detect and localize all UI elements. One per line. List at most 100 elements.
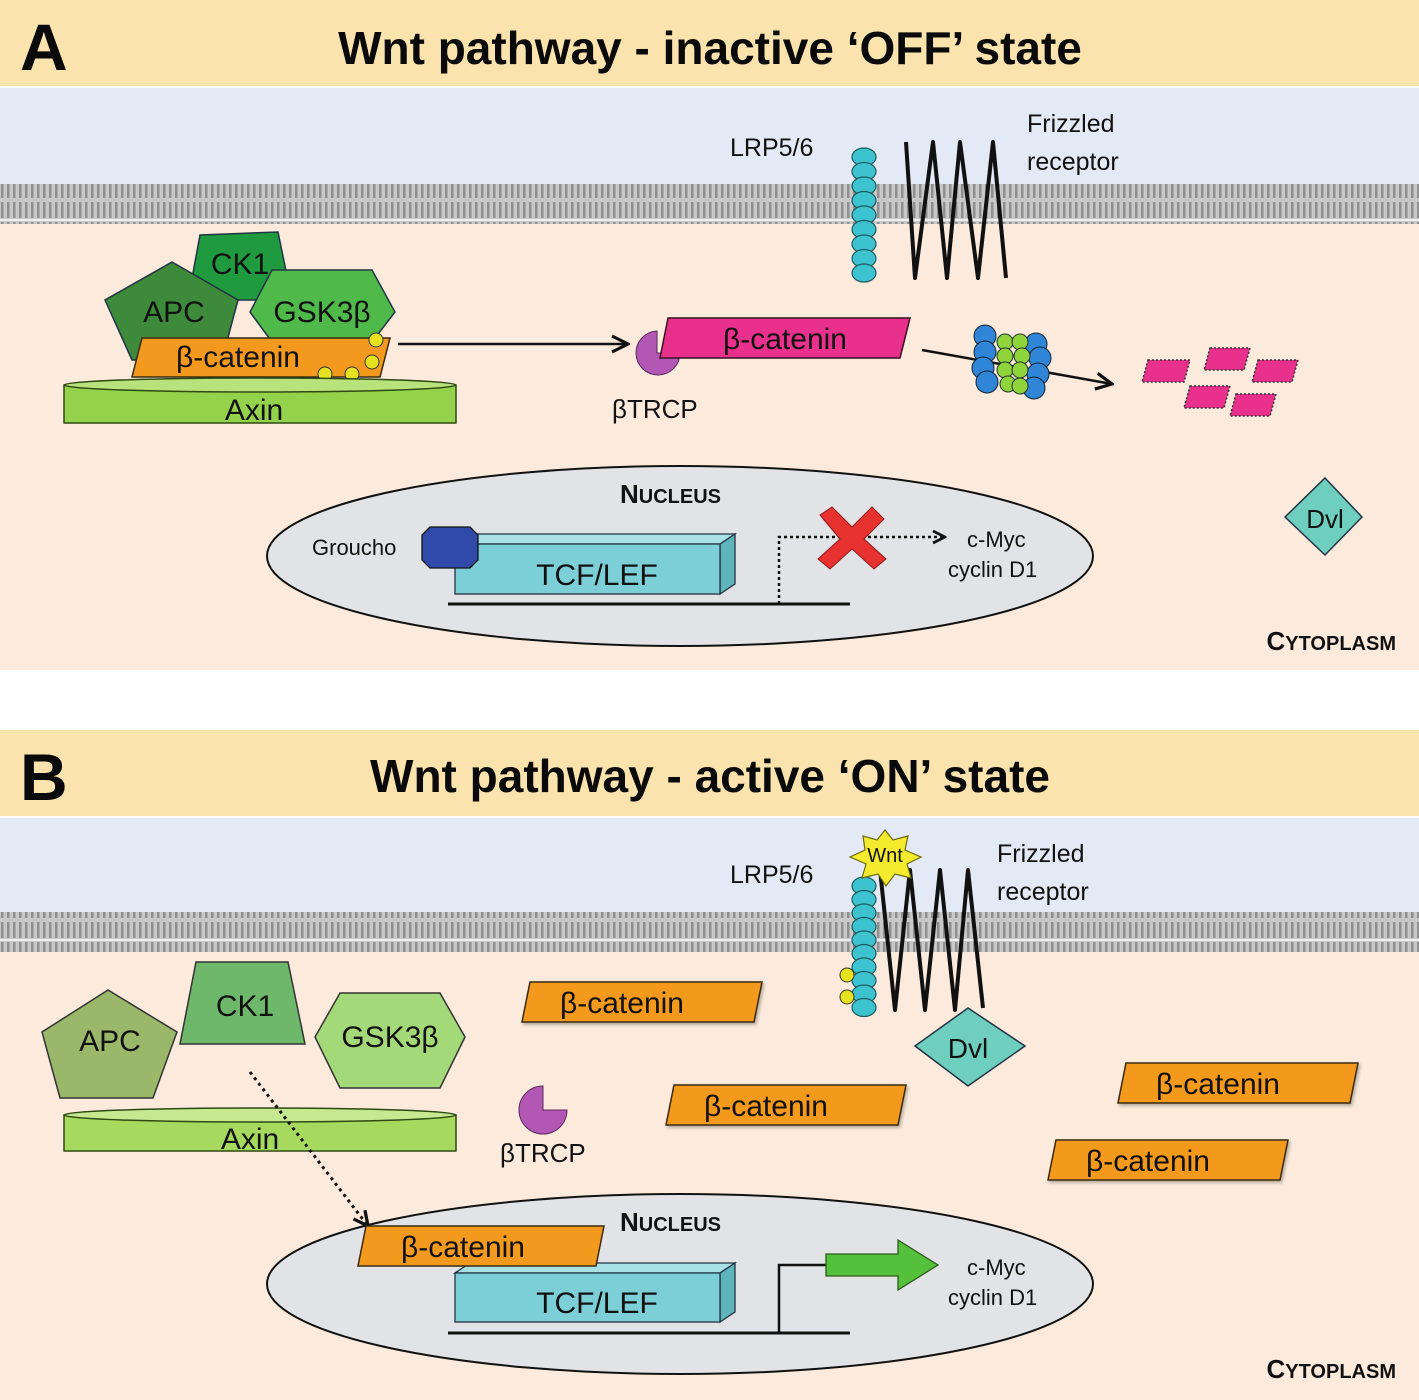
target-gene-cmyc: c-Myc bbox=[967, 527, 1026, 552]
nuclear-translocation-arrow bbox=[248, 1071, 368, 1226]
transcription-active-arrow bbox=[825, 1238, 940, 1292]
bcatenin-tagged-label: β-catenin bbox=[723, 323, 847, 356]
apc-label: APC bbox=[143, 296, 205, 329]
lrp-bead bbox=[851, 263, 877, 283]
fragment-icon bbox=[1203, 347, 1251, 371]
free-bcatenin-group: β-catenin β-catenin β-catenin β-catenin bbox=[521, 981, 1359, 1181]
tcf-lef-node: TCF/LEF bbox=[452, 1261, 738, 1324]
blocked-transcription-arrow bbox=[777, 537, 945, 604]
extracellular-space bbox=[0, 88, 1419, 184]
nuclear-bcatenin-node bbox=[357, 1225, 605, 1267]
nucleus-label: NUCLEUS bbox=[620, 1207, 721, 1237]
gsk3b-label: GSK3β bbox=[341, 1021, 438, 1054]
target-gene-cyclin-d1: cyclin D1 bbox=[948, 1285, 1037, 1310]
cytoplasm-label: CYTOPLASM bbox=[1266, 1354, 1396, 1384]
bcatenin-label: β-catenin bbox=[1156, 1068, 1280, 1101]
lrp-label: LRP5/6 bbox=[730, 134, 813, 162]
degraded-bcatenin-fragments bbox=[1141, 347, 1299, 417]
tcf-lef-label: TCF/LEF bbox=[536, 559, 658, 592]
phosphate-icon bbox=[368, 332, 384, 348]
panel-a-letter: A bbox=[20, 10, 68, 84]
panel-b: B Wnt pathway - active ‘ON’ state Frizzl… bbox=[0, 730, 1419, 1400]
proteasome-subunit bbox=[1011, 377, 1029, 395]
proteasome-subunit bbox=[1011, 333, 1029, 351]
panel-b-title: Wnt pathway - active ‘ON’ state bbox=[370, 750, 1050, 802]
axin-label: Axin bbox=[221, 1123, 279, 1156]
btrcp-label: βTRCP bbox=[500, 1138, 586, 1168]
nucleus: NUCLEUS TCF/LEF Groucho c-Myc cyclin D1 bbox=[266, 465, 1094, 647]
btrcp-node bbox=[635, 330, 681, 376]
bcatenin-label: β-catenin bbox=[176, 341, 300, 374]
frizzled-receptor bbox=[904, 140, 1008, 280]
phosphate-icon bbox=[364, 354, 380, 370]
dvl-label: Dvl bbox=[1306, 504, 1344, 534]
lrp-receptor bbox=[851, 876, 877, 1018]
target-gene-cyclin-d1: cyclin D1 bbox=[948, 557, 1037, 582]
bcatenin-node bbox=[665, 1084, 907, 1126]
frizzled-label-line2: receptor bbox=[997, 878, 1089, 906]
btrcp-label: βTRCP bbox=[612, 394, 698, 424]
nucleus: NUCLEUS TCF/LEF β-catenin c-Myc cyclin D… bbox=[266, 1193, 1094, 1375]
blocked-x-icon bbox=[817, 506, 887, 570]
axin-node: Axin bbox=[63, 377, 457, 427]
bcatenin-label: β-catenin bbox=[704, 1090, 828, 1123]
fragment-icon bbox=[1141, 359, 1191, 383]
panel-b-title-bar bbox=[0, 730, 1419, 816]
frizzled-label-line2: receptor bbox=[1027, 148, 1119, 176]
dvl-node bbox=[913, 1007, 1027, 1087]
bcatenin-node bbox=[1117, 1062, 1359, 1104]
destruction-complex: CK1 APC GSK3β β-catenin Axin bbox=[63, 231, 457, 427]
ck1-label: CK1 bbox=[211, 248, 269, 281]
lrp-bead bbox=[851, 997, 877, 1018]
groucho-node bbox=[421, 526, 479, 569]
extracellular-space bbox=[0, 818, 1419, 912]
transcription-start bbox=[777, 1263, 826, 1333]
proteasome-icon bbox=[971, 324, 1052, 400]
gsk3b-node bbox=[314, 992, 466, 1089]
wnt-ligand bbox=[848, 829, 923, 888]
bcatenin-label: β-catenin bbox=[560, 987, 684, 1020]
apc-label: APC bbox=[79, 1025, 141, 1058]
axin-node: Axin bbox=[63, 1107, 457, 1156]
fragment-icon bbox=[1183, 385, 1231, 409]
lrp-label: LRP5/6 bbox=[730, 861, 813, 889]
phosphate-icon bbox=[839, 967, 855, 983]
ck1-label: CK1 bbox=[216, 990, 274, 1023]
nuclear-bcatenin-label: β-catenin bbox=[401, 1231, 525, 1264]
panel-a-title: Wnt pathway - inactive ‘OFF’ state bbox=[338, 22, 1082, 74]
cell-membrane bbox=[0, 184, 1419, 224]
ck1-node bbox=[179, 961, 306, 1045]
panel-a: A Wnt pathway - inactive ‘OFF’ state LRP… bbox=[0, 0, 1419, 670]
fragment-icon bbox=[1229, 393, 1277, 417]
bcatenin-tagged-node bbox=[659, 317, 911, 359]
panel-a-title-bar bbox=[0, 0, 1419, 86]
lrp-receptor bbox=[851, 147, 877, 283]
wnt-label: Wnt bbox=[867, 845, 903, 867]
tcf-lef-label: TCF/LEF bbox=[536, 1287, 658, 1320]
cytoplasm-label: CYTOPLASM bbox=[1266, 626, 1396, 656]
bcatenin-node bbox=[1047, 1139, 1289, 1181]
btrcp-node bbox=[518, 1085, 568, 1135]
nucleus-label: NUCLEUS bbox=[620, 479, 721, 509]
proteasome-subunit bbox=[975, 370, 999, 394]
tcf-lef-node: TCF/LEF bbox=[452, 532, 738, 596]
apc-node bbox=[41, 989, 178, 1099]
bcatenin-node bbox=[521, 981, 763, 1023]
groucho-label: Groucho bbox=[312, 535, 396, 560]
dvl-node bbox=[1283, 476, 1364, 557]
gsk3b-label: GSK3β bbox=[273, 296, 370, 329]
phospho-groups bbox=[317, 332, 384, 382]
phosphate-icon bbox=[839, 989, 855, 1005]
frizzled-label-line1: Frizzled bbox=[1027, 110, 1115, 138]
target-gene-cmyc: c-Myc bbox=[967, 1255, 1026, 1280]
frizzled-label-line1: Frizzled bbox=[997, 840, 1085, 868]
bcatenin-label: β-catenin bbox=[1086, 1145, 1210, 1178]
proteasome-subunit bbox=[1013, 347, 1031, 365]
axin-label: Axin bbox=[225, 394, 283, 427]
proteasome-subunit bbox=[1011, 361, 1029, 379]
cell-membrane bbox=[0, 912, 1419, 952]
frizzled-receptor bbox=[878, 868, 985, 1012]
panel-b-letter: B bbox=[20, 740, 68, 814]
proteasome-subunit bbox=[996, 361, 1014, 379]
